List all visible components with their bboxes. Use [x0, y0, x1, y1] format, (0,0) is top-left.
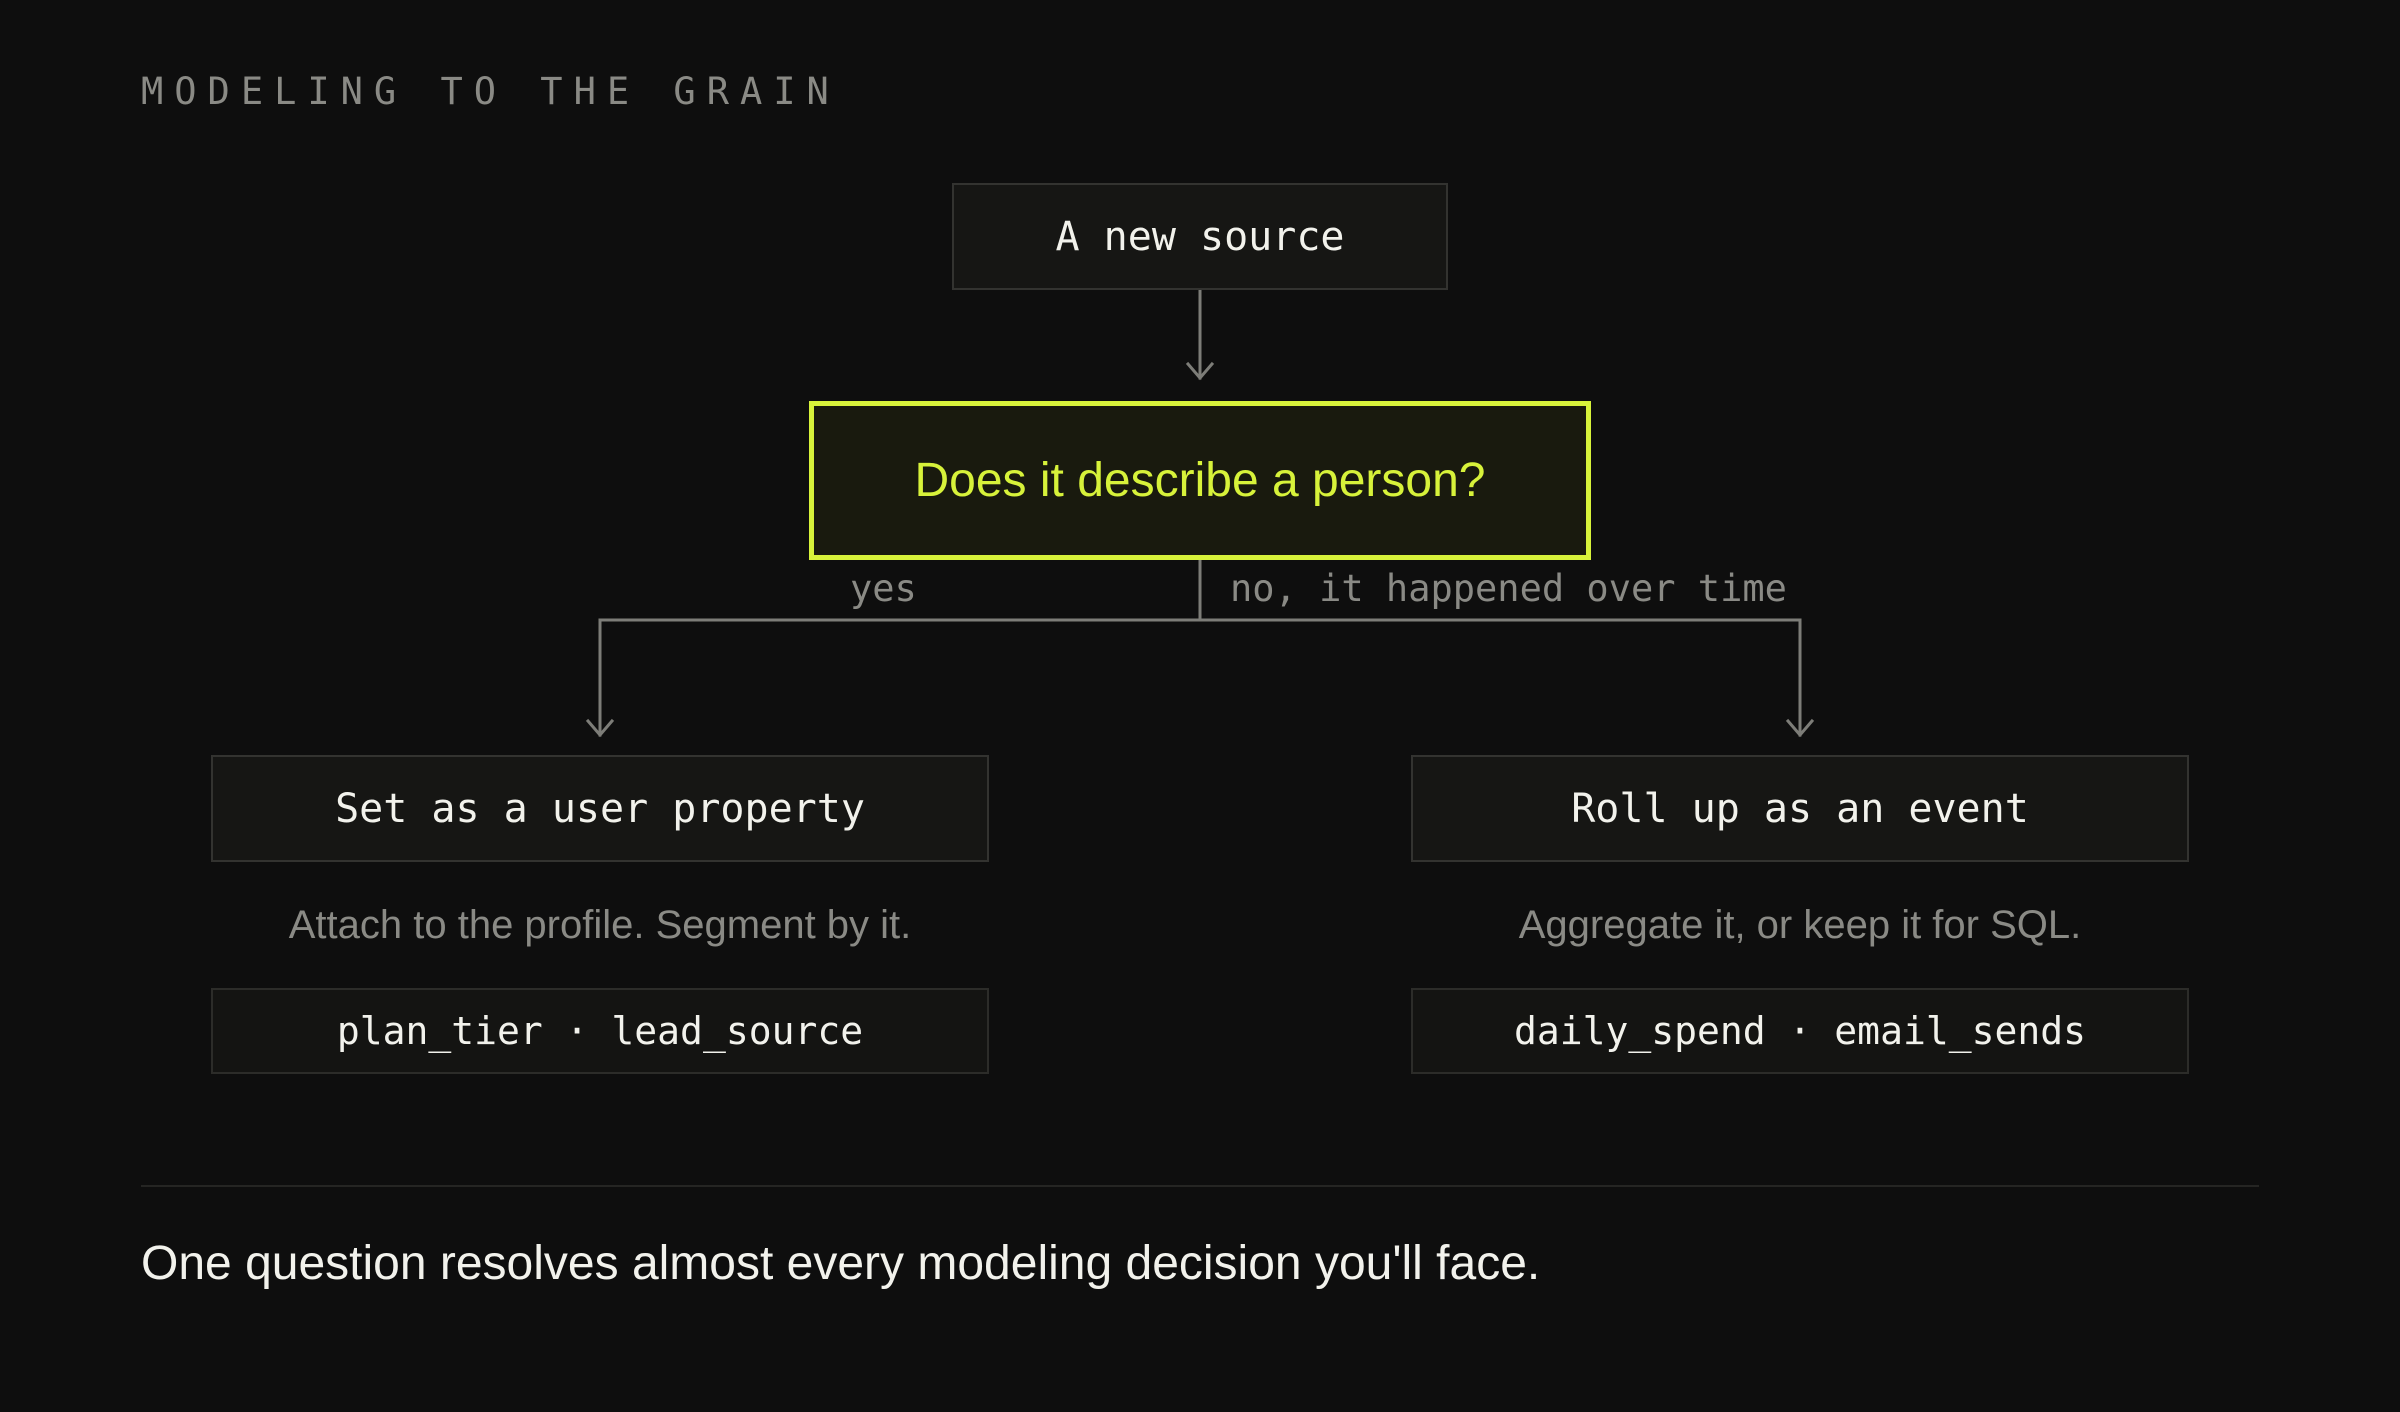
divider — [141, 1185, 2259, 1187]
result-node-user-property: Set as a user property — [211, 755, 989, 862]
examples-user-property: plan_tier · lead_source — [211, 988, 989, 1074]
result-node-event: Roll up as an event — [1411, 755, 2189, 862]
arrowhead-question — [1185, 361, 1215, 381]
section-eyebrow: MODELING TO THE GRAIN — [141, 70, 840, 113]
examples-event: daily_spend · email_sends — [1411, 988, 2189, 1074]
description-user-property: Attach to the profile. Segment by it. — [288, 903, 912, 947]
arrowhead-no — [1785, 718, 1815, 738]
decision-node: Does it describe a person? — [809, 401, 1591, 560]
start-node: A new source — [952, 183, 1448, 290]
branch-label-yes: yes — [850, 567, 917, 610]
arrowhead-yes — [585, 718, 615, 738]
branch-label-no: no, it happened over time — [1230, 567, 1787, 610]
description-event: Aggregate it, or keep it for SQL. — [1518, 903, 2082, 947]
takeaway-text: One question resolves almost every model… — [141, 1237, 1541, 1290]
